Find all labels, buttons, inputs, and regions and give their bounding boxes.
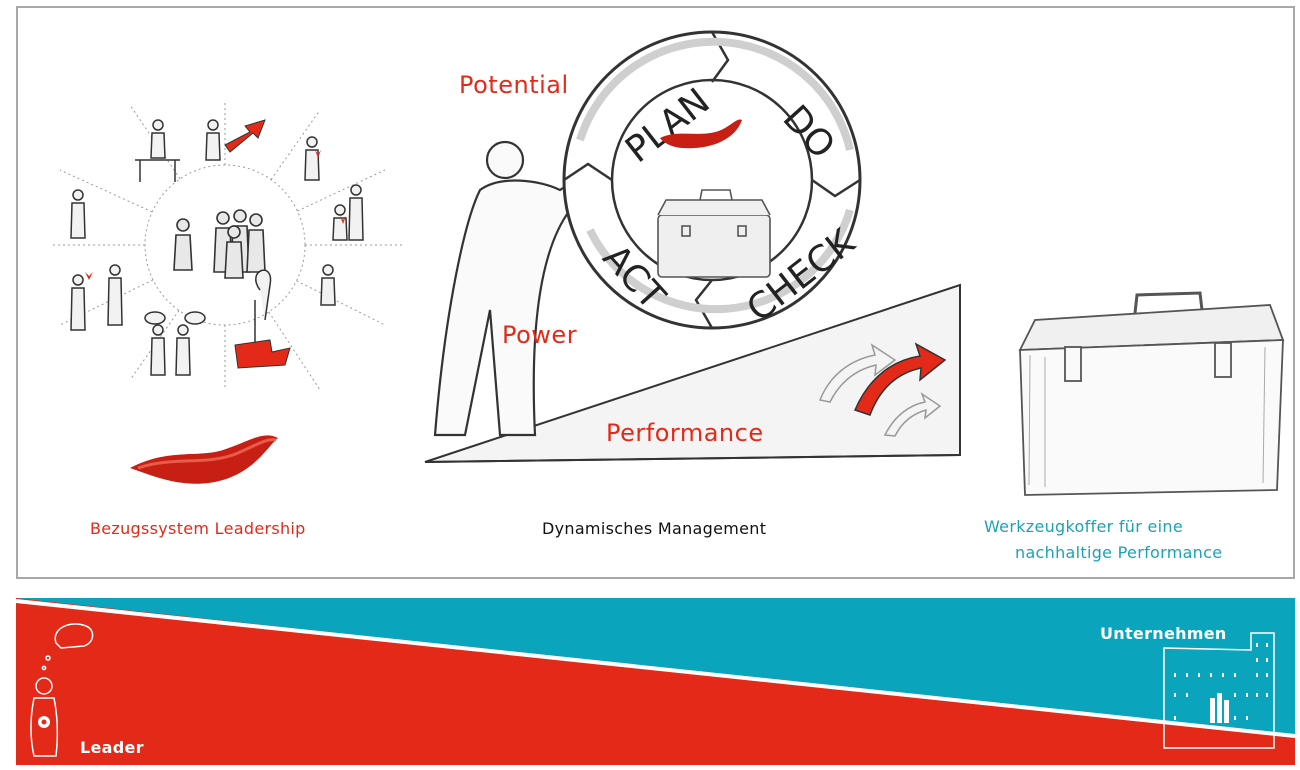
banner-label-leader: Leader [80,738,144,757]
pdca-diagram: PLAN DO CHECK ACT [424,30,961,463]
toolbox-small-icon [657,189,771,278]
bottom-banner [16,598,1295,765]
caption-management: Dynamisches Management [542,519,767,538]
caption-leadership: Bezugssystem Leadership [90,519,306,538]
caption-toolbox-line2: nachhaltige Performance [1015,543,1223,562]
label-power: Power [502,321,578,349]
banner-label-company: Unternehmen [1100,624,1227,643]
label-performance: Performance [606,419,764,447]
leader-figure-icon [30,623,94,757]
leadership-wheel [50,100,405,391]
toolbox-icon [1018,291,1285,496]
label-potential: Potential [459,71,569,99]
caption-toolbox-line1: Werkzeugkoffer für eine [984,517,1183,536]
company-building-icon [1163,632,1275,749]
red-swoosh-icon [130,435,278,484]
